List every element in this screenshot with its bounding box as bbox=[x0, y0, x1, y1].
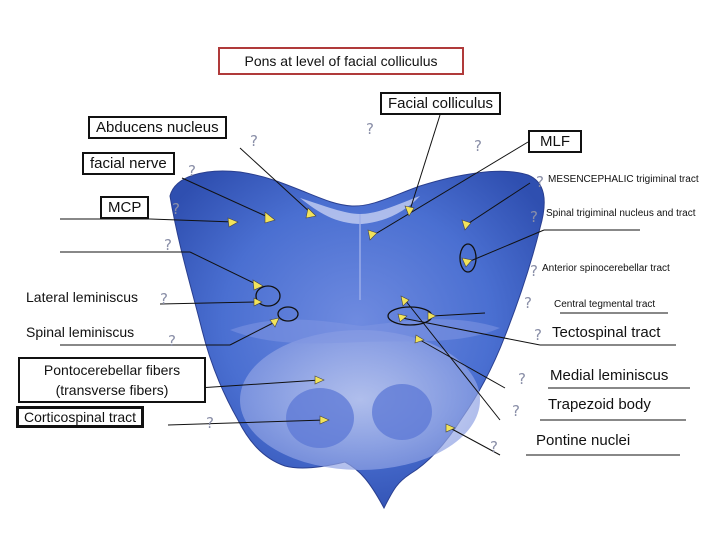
leader-lateral-lemniscus bbox=[159, 301, 259, 305]
leader-spinal-lemniscus bbox=[229, 321, 276, 346]
label-abducens-nucleus: Abducens nucleus bbox=[88, 116, 227, 140]
question-mark-mesencephalic[interactable]: ? bbox=[536, 173, 544, 191]
arrow-facial-colliculus bbox=[404, 205, 415, 217]
leader-spinal-trig bbox=[467, 229, 545, 263]
arrow-mesencephalic bbox=[461, 219, 472, 231]
question-mark-anterior-spinocerebellar-right[interactable]: ? bbox=[530, 262, 538, 280]
question-mark-mcp[interactable]: ? bbox=[172, 200, 180, 218]
arrow-pontocereb bbox=[314, 375, 325, 385]
arrow-spinal-trig bbox=[461, 257, 473, 268]
arrow-spinal-lemniscus bbox=[269, 317, 280, 328]
label-pontocerebellar-line1: Pontocerebellar fibers bbox=[43, 362, 181, 378]
arrow-central-tegmental bbox=[427, 311, 437, 321]
question-mark-anterior-spinocerebellar[interactable]: ? bbox=[164, 236, 172, 254]
label-pontocerebellar-line2: (transverse fibers) bbox=[55, 382, 169, 398]
arrow-trapezoid bbox=[400, 295, 410, 307]
leader-facial-nerve bbox=[181, 177, 271, 219]
label-trapezoid-body: Trapezoid body bbox=[548, 396, 651, 413]
label-lateral-lemniscus: Lateral leminiscus bbox=[26, 289, 139, 305]
question-mark-pontine-nuclei[interactable]: ? bbox=[490, 438, 498, 456]
leader-pontocereb bbox=[197, 379, 321, 389]
arrow-corticospinal bbox=[319, 415, 330, 425]
arrow-pontine-nuclei bbox=[445, 423, 456, 433]
leader-mcp bbox=[149, 218, 235, 223]
label-mlf: MLF bbox=[528, 130, 582, 154]
leader-facial-colliculus bbox=[409, 114, 441, 211]
arrow-facial-nerve bbox=[264, 211, 276, 224]
transverse-fiber-band bbox=[230, 319, 500, 344]
question-mark-tectospinal[interactable]: ? bbox=[534, 326, 542, 344]
question-mark-trapezoid[interactable]: ? bbox=[512, 402, 520, 420]
leader-central-tegmental bbox=[431, 312, 486, 317]
question-mark-facial-nerve[interactable]: ? bbox=[188, 162, 196, 180]
arrow-tectospinal bbox=[397, 313, 408, 323]
label-mcp: MCP bbox=[100, 196, 150, 220]
leader-tectospinal bbox=[401, 317, 541, 346]
label-spinal-lemniscus: Spinal leminiscus bbox=[26, 324, 135, 340]
diagram-title: Pons at level of facial colliculus bbox=[218, 47, 464, 75]
label-anterior-spinocerebellar: Anterior spinocerebellar tract bbox=[542, 263, 670, 274]
label-pontocerebellar-fibers: Pontocerebellar fibers (transverse fiber… bbox=[18, 357, 206, 403]
label-corticospinal: Corticospinal tract bbox=[16, 406, 145, 429]
question-mark-mlf[interactable]: ? bbox=[474, 137, 482, 155]
leader-trapezoid bbox=[404, 299, 501, 421]
fourth-ventricle-floor bbox=[300, 196, 420, 224]
lateral-lemniscus-outline bbox=[255, 285, 281, 307]
arrow-medial-lemniscus bbox=[414, 334, 425, 344]
leader-mesencephalic bbox=[465, 182, 531, 226]
basilar-pons bbox=[240, 330, 480, 470]
arrow-mcp bbox=[227, 217, 239, 228]
label-central-tegmental: Central tegmental tract bbox=[554, 299, 656, 310]
corticospinal-bundle-right bbox=[372, 384, 432, 440]
lateral-lemniscus-outline-2 bbox=[277, 306, 299, 322]
arrowheads bbox=[227, 205, 473, 433]
leader-abducens bbox=[239, 147, 313, 215]
arrow-abducens bbox=[305, 207, 317, 219]
leader-pontine-nuclei bbox=[449, 427, 501, 456]
leader-corticospinal bbox=[167, 419, 326, 426]
question-mark-spinal-lemniscus[interactable]: ? bbox=[168, 332, 176, 350]
arrow-mlf bbox=[367, 229, 378, 241]
label-mesencephalic-tract: MESENCEPHALIC trigiminal tract bbox=[548, 174, 699, 185]
label-medial-lemniscus: Medial leminiscus bbox=[550, 367, 669, 384]
question-mark-lateral-lemniscus[interactable]: ? bbox=[160, 290, 168, 308]
question-mark-medial-lemniscus[interactable]: ? bbox=[518, 370, 526, 388]
label-pontine-nuclei: Pontine nuclei bbox=[536, 432, 631, 449]
label-spinal-trigeminal: Spinal trigiminal nucleus and tract bbox=[546, 208, 696, 219]
question-mark-central-tegmental[interactable]: ? bbox=[524, 294, 532, 312]
arrow-lateral-lemniscus bbox=[253, 297, 263, 307]
label-facial-nerve: facial nerve bbox=[82, 152, 175, 176]
leader-medial-lemniscus bbox=[419, 339, 506, 389]
question-mark-corticospinal[interactable]: ? bbox=[206, 414, 214, 432]
question-mark-facial-colliculus[interactable]: ? bbox=[366, 120, 374, 138]
question-mark-abducens[interactable]: ? bbox=[250, 132, 258, 150]
arrow-ant-spinocereb bbox=[252, 279, 264, 291]
leader-ant-spinocereb bbox=[189, 251, 259, 286]
label-facial-colliculus: Facial colliculus bbox=[380, 92, 502, 116]
question-mark-spinal-trigeminal[interactable]: ? bbox=[530, 208, 538, 226]
label-tectospinal: Tectospinal tract bbox=[552, 324, 661, 341]
spinal-trigeminal-outline bbox=[459, 243, 477, 273]
leader-mlf bbox=[371, 141, 529, 237]
